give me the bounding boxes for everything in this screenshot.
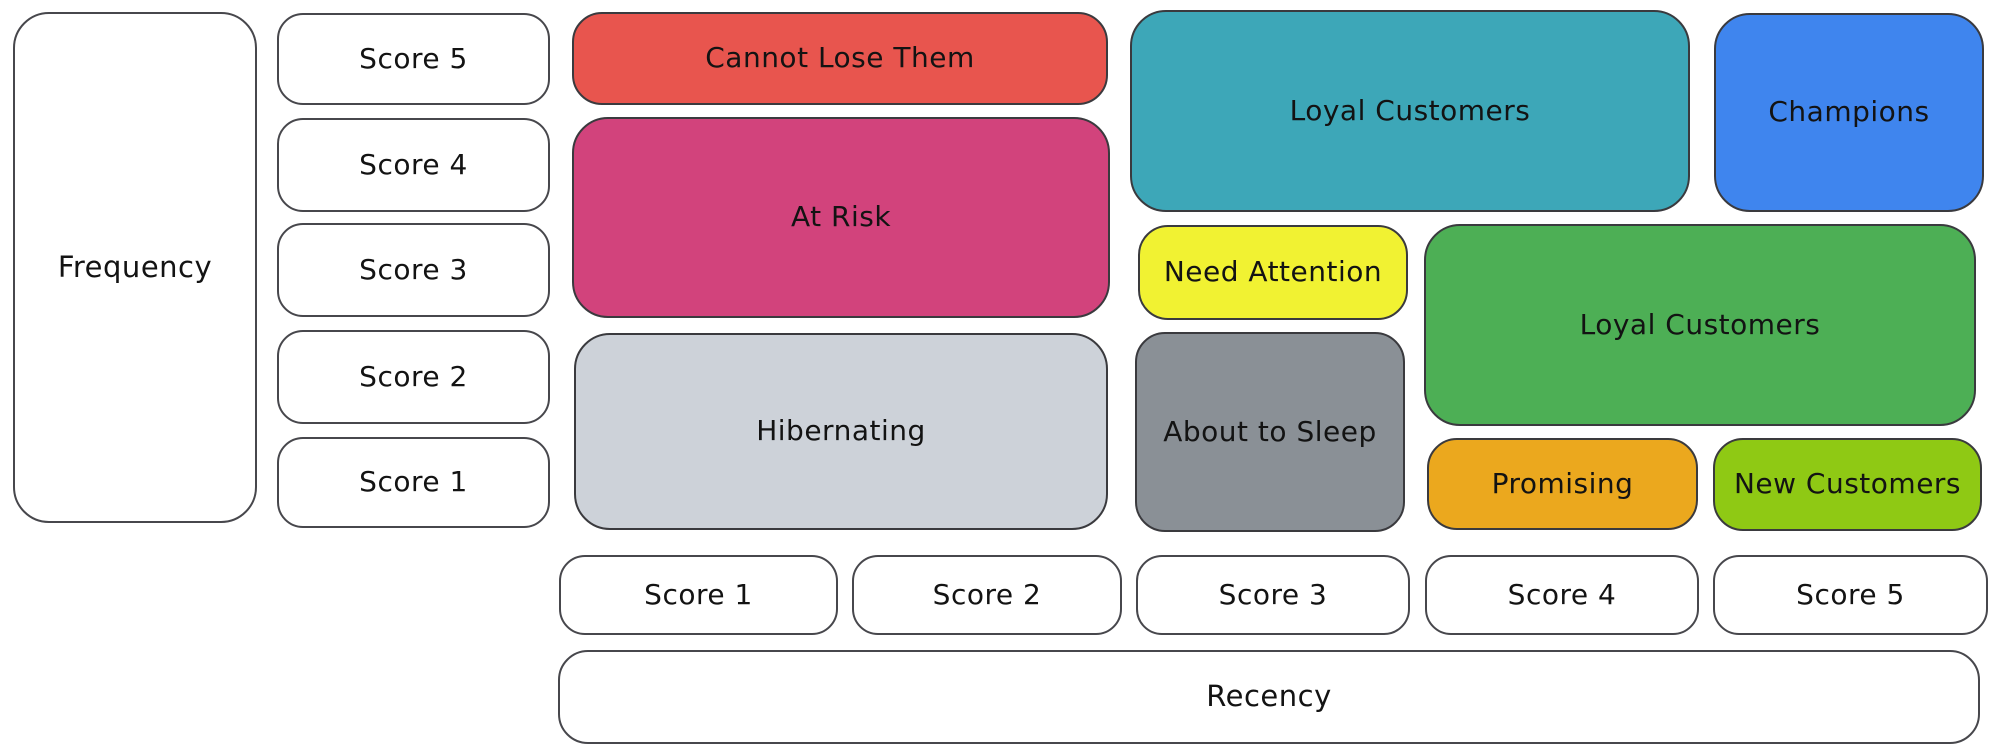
segment-label: Loyal Customers [1579, 307, 1821, 341]
frequency-axis-label: Frequency [57, 249, 213, 284]
frequency-score-box-2: Score 2 [277, 330, 550, 424]
segment-about-to-sleep: About to Sleep [1135, 332, 1405, 532]
frequency-score-box-3: Score 3 [277, 223, 550, 317]
frequency-score-box-1: Score 1 [277, 437, 550, 528]
frequency-axis-label-box: Frequency [13, 12, 257, 523]
frequency-score-label: Score 4 [359, 147, 468, 181]
segment-at-risk: At Risk [572, 117, 1110, 318]
segment-label: New Customers [1733, 467, 1962, 501]
frequency-score-box-5: Score 5 [277, 13, 550, 105]
segment-label: Promising [1491, 466, 1634, 500]
segment-loyal-customers-green: Loyal Customers [1424, 224, 1976, 426]
frequency-score-box-4: Score 4 [277, 118, 550, 212]
segment-label: Loyal Customers [1289, 93, 1531, 127]
frequency-score-label: Score 5 [359, 41, 468, 75]
segment-label: Hibernating [756, 414, 926, 448]
recency-score-label: Score 5 [1796, 577, 1905, 611]
recency-score-label: Score 3 [1218, 577, 1328, 611]
segment-label: Champions [1768, 95, 1930, 129]
recency-score-box-3: Score 3 [1136, 555, 1410, 635]
segment-hibernating: Hibernating [574, 333, 1108, 530]
segment-loyal-customers-teal: Loyal Customers [1130, 10, 1690, 212]
segment-new-customers: New Customers [1713, 438, 1982, 531]
segment-label: Need Attention [1163, 255, 1383, 289]
recency-score-box-5: Score 5 [1713, 555, 1988, 635]
recency-score-box-1: Score 1 [559, 555, 838, 635]
segment-cannot-lose-them: Cannot Lose Them [572, 12, 1108, 105]
segment-label: At Risk [790, 200, 892, 234]
frequency-score-label: Score 3 [359, 252, 468, 286]
segment-need-attention: Need Attention [1138, 225, 1408, 320]
recency-axis-label: Recency [1206, 679, 1332, 714]
recency-score-box-4: Score 4 [1425, 555, 1699, 635]
segment-label: Cannot Lose Them [705, 41, 975, 75]
segment-promising: Promising [1427, 438, 1698, 530]
recency-score-label: Score 1 [644, 577, 753, 611]
segment-champions: Champions [1714, 13, 1984, 212]
segment-label: About to Sleep [1163, 414, 1377, 448]
recency-score-box-2: Score 2 [852, 555, 1122, 635]
recency-score-label: Score 4 [1507, 577, 1617, 611]
recency-axis-label-box: Recency [558, 650, 1980, 744]
frequency-score-label: Score 2 [359, 359, 468, 393]
recency-score-label: Score 2 [932, 577, 1042, 611]
frequency-score-label: Score 1 [359, 465, 468, 499]
